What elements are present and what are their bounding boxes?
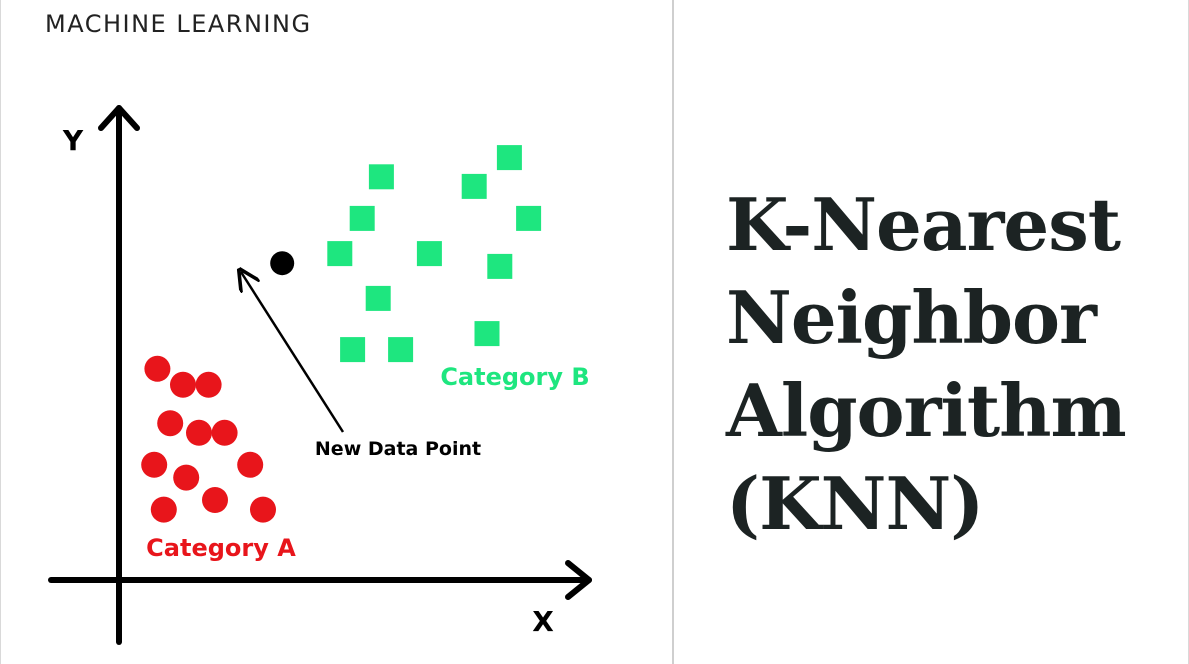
category-b-label: Category B [440, 363, 589, 391]
category-b-points [327, 145, 542, 363]
category-b-point [516, 205, 542, 231]
category-a-point [141, 451, 168, 478]
category-a-point [173, 464, 200, 491]
x-axis-label: X [532, 605, 554, 638]
category-b-point [327, 241, 353, 267]
category-a-point [250, 496, 276, 523]
category-a-point [150, 496, 177, 523]
category-b-point [416, 241, 442, 267]
category-b-point [349, 205, 375, 231]
category-a-point [170, 371, 196, 398]
category-a-label: Category A [146, 534, 296, 562]
category-label: MACHINE LEARNING [45, 10, 312, 38]
category-a-point [195, 371, 222, 398]
panel-divider [672, 0, 674, 664]
title-line-2: Neighbor [726, 275, 1097, 360]
category-a-point [157, 410, 184, 437]
y-axis [98, 105, 140, 645]
category-a-points [141, 355, 276, 523]
x-axis [48, 560, 592, 600]
category-b-point [487, 253, 513, 279]
category-b-point [461, 173, 487, 199]
category-b-point [365, 285, 391, 311]
category-b-point [474, 321, 500, 347]
title-panel: K-Nearest Neighbor Algorithm (KNN) [674, 0, 1189, 664]
category-a-point [237, 451, 264, 478]
category-b-point [368, 164, 394, 190]
diagram-panel: MACHINE LEARNING Y X New Data Point Cate… [0, 0, 592, 664]
page-title: K-Nearest Neighbor Algorithm (KNN) [726, 178, 1127, 550]
y-axis-label: Y [62, 124, 84, 157]
category-a-point [211, 419, 238, 446]
category-b-point [496, 145, 522, 171]
new-data-point [270, 251, 295, 276]
title-line-4: (KNN) [726, 461, 984, 546]
new-point-arrow [241, 272, 345, 433]
category-b-point [340, 337, 366, 363]
category-b-point [388, 337, 414, 363]
category-a-point [202, 487, 228, 513]
category-a-point [186, 419, 212, 446]
title-line-1: K-Nearest [726, 182, 1121, 267]
title-line-3: Algorithm [726, 368, 1127, 453]
new-data-point-label: New Data Point [315, 438, 481, 460]
category-a-point [144, 355, 171, 382]
knn-diagram: Y X New Data Point Category A Category B [48, 105, 592, 645]
